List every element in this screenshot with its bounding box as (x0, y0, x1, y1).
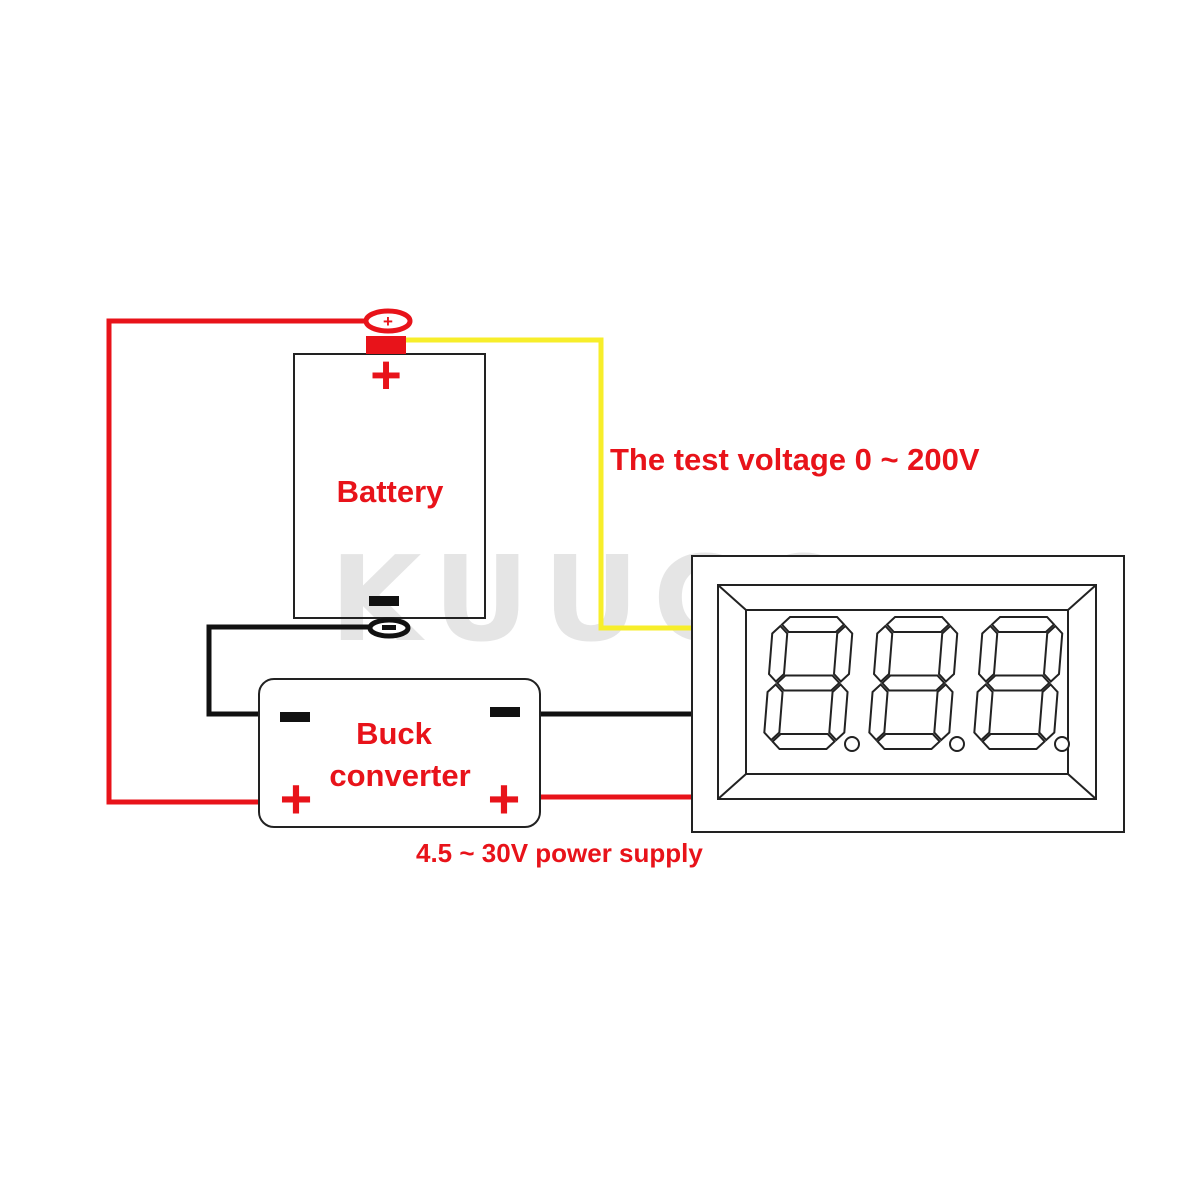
buck-output-negative-symbol (490, 707, 520, 717)
buck-input-negative-symbol (280, 712, 310, 722)
black-wire-battery-negative (206, 624, 385, 717)
digit-3-decimal-point (1054, 736, 1070, 752)
digit-1-segment-b (832, 624, 854, 683)
test-voltage-label: The test voltage 0 ~ 200V (610, 442, 980, 477)
voltmeter-bezel-inner (745, 609, 1069, 775)
digit-3-segment-g (985, 674, 1051, 692)
bezel-corner-tl (717, 584, 747, 611)
digit-3-segment-b (1042, 624, 1064, 683)
voltmeter (691, 555, 1125, 833)
battery-label: Battery (337, 474, 445, 509)
yellow-wire-test-voltage (396, 337, 692, 631)
bezel-corner-bl (717, 773, 747, 800)
digit-1-segment-e (763, 683, 784, 742)
digit-2-segment-e (868, 683, 889, 742)
voltmeter-bezel-outer (717, 584, 1097, 800)
battery-positive-cap (366, 336, 406, 354)
digit-3-segment-f (977, 624, 999, 683)
battery-positive-terminal-symbol: + (383, 312, 393, 331)
digit-3-segment-c (1038, 683, 1059, 742)
digit-2-decimal-point (949, 736, 965, 752)
buck-output-positive-symbol: + (488, 767, 521, 830)
power-supply-label: 4.5 ~ 30V power supply (416, 838, 703, 868)
wires (106, 318, 692, 805)
digit-1-segment-c (828, 683, 849, 742)
voltmeter-housing (691, 555, 1125, 833)
digit-1-segment-g (775, 674, 841, 692)
buck-converter-label-line2: converter (329, 758, 470, 793)
digit-2-segment-c (933, 683, 954, 742)
digit-1-decimal-point (844, 736, 860, 752)
digit-1-segment-d (771, 733, 837, 750)
battery-negative-symbol (369, 596, 399, 606)
bezel-corner-tr (1067, 584, 1097, 611)
digit-3-segment-a (990, 616, 1056, 633)
digit-2-segment-g (880, 674, 946, 692)
buck-converter-label-line1: Buck (356, 716, 433, 751)
battery-positive-terminal-ring (363, 308, 413, 334)
seven-segment-display (763, 616, 1070, 752)
buck-converter-body (258, 678, 541, 828)
battery-negative-terminal-mark (382, 625, 396, 630)
buck-input-positive-symbol: + (280, 767, 313, 830)
digit-2-segment-a (885, 616, 951, 633)
digit-2-segment-d (876, 733, 942, 750)
digit-2-segment-b (937, 624, 959, 683)
bezel-corner-br (1067, 773, 1097, 800)
digit-3-segment-e (973, 683, 994, 742)
digit-1-segment-a (780, 616, 846, 633)
digit-2-segment-f (872, 624, 894, 683)
digit-1-segment-f (767, 624, 789, 683)
battery-positive-symbol: + (370, 345, 402, 405)
red-wire-battery-positive (106, 318, 378, 805)
digit-3-segment-d (981, 733, 1047, 750)
buck-converter: Buck converter + + (258, 678, 541, 830)
battery: + + Battery (293, 308, 486, 639)
